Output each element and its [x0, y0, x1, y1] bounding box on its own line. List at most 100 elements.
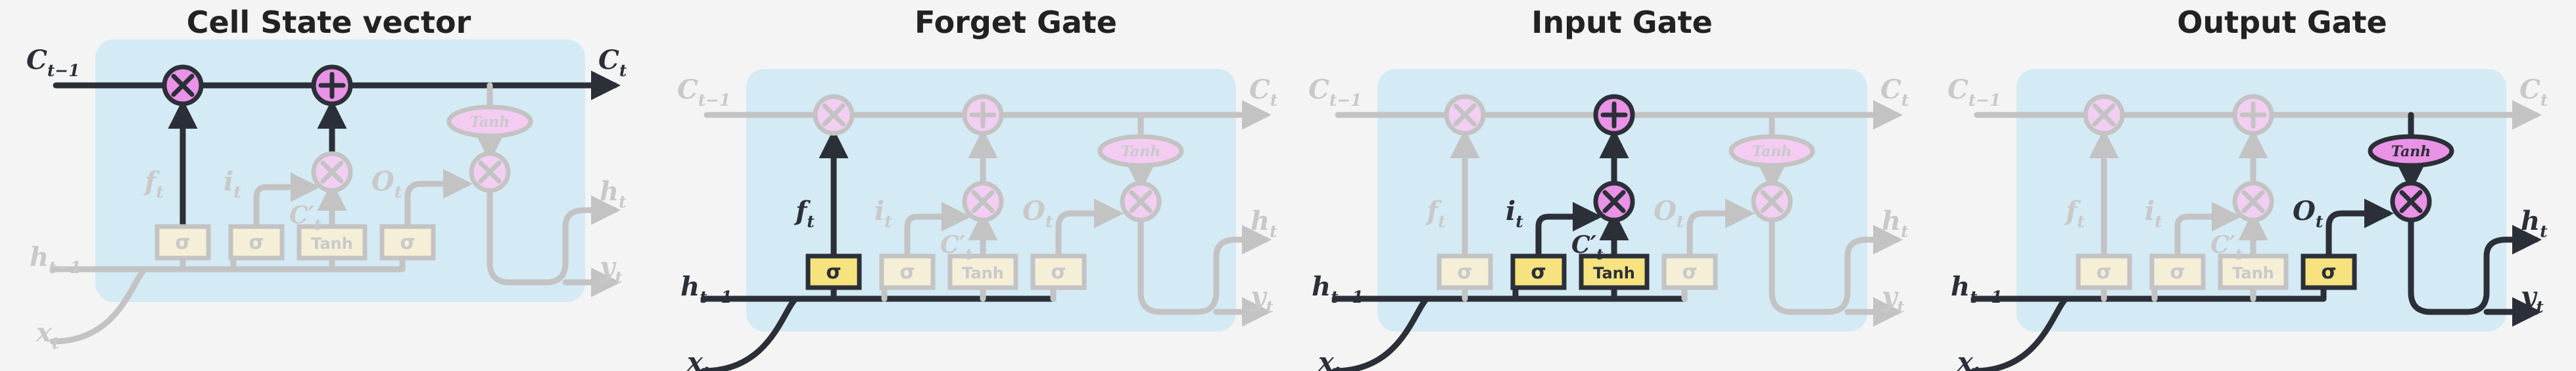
forget-multiply-op-mark-b — [822, 103, 846, 127]
label-c-cand-sub: t — [1596, 246, 1604, 263]
label-y-out-sub: t — [1897, 297, 1905, 316]
label-x-in: xt — [1318, 347, 1342, 371]
input-sigma-gate-label: σ — [2170, 261, 2185, 284]
label-y-out: yt — [599, 251, 623, 287]
label-h-prev-sub: t−1 — [49, 258, 82, 277]
label-y-out: yt — [2520, 281, 2544, 316]
label-o-sub: t — [1045, 212, 1053, 231]
x-input-curve — [49, 266, 148, 345]
label-o: Ot — [1654, 196, 1684, 231]
h-output-path — [2408, 213, 2542, 315]
x-input-curve — [700, 295, 799, 371]
label-o-main: O — [1022, 196, 1045, 227]
label-c-prev-main: C — [677, 74, 698, 105]
output-sigma-gate — [1661, 253, 1718, 290]
candidate-tanh-gate-label: Tanh — [962, 264, 1004, 282]
output-to-mult — [2326, 198, 2394, 259]
label-c-cand: C′t — [2210, 231, 2243, 263]
label-h-prev-sub: t−1 — [1970, 288, 2003, 307]
label-i: it — [1506, 196, 1523, 231]
label-h-out-main: h — [1882, 206, 1901, 236]
candidate-tanh-gate-label: Tanh — [311, 234, 353, 253]
x-input-curve — [1331, 295, 1430, 371]
input-to-mult — [253, 172, 320, 230]
label-x-in-main: x — [36, 317, 53, 348]
label-c-cand: C′t — [1571, 231, 1604, 263]
output-sigma-gate-label: σ — [1682, 261, 1697, 284]
candidate-tanh-gate-label: Tanh — [1593, 264, 1635, 282]
forget-sigma-gate-label: σ — [826, 261, 841, 284]
label-i: it — [874, 196, 892, 231]
label-c-cand-main: C′ — [289, 202, 315, 229]
output-multiply-op-mark-b — [1760, 190, 1784, 213]
diagram-title-input: Input Gate — [1531, 5, 1713, 40]
label-f-sub: t — [2077, 212, 2085, 231]
label-i: it — [224, 166, 241, 202]
output-multiply-op-mark-b — [1129, 190, 1153, 213]
output-sigma-gate — [379, 224, 436, 261]
output-to-mult — [1686, 198, 1755, 259]
label-h-out-sub: t — [619, 192, 627, 211]
label-c-cand-main: C′ — [1571, 231, 1597, 259]
label-o: Ot — [371, 166, 402, 202]
input-sigma-gate-label: σ — [249, 231, 264, 254]
label-c-prev: Ct−1 — [26, 45, 80, 80]
label-o-sub: t — [1677, 212, 1684, 231]
forget-multiply-op-mark-b — [171, 74, 195, 97]
label-h-out-main: h — [1251, 206, 1270, 236]
input-sigma-gate — [2149, 253, 2206, 290]
label-c-prev-sub: t−1 — [47, 61, 80, 80]
label-h-prev-main: h — [30, 242, 49, 273]
label-h-prev-main: h — [1951, 271, 1970, 302]
label-c-prev: Ct−1 — [1947, 74, 2001, 110]
label-o: Ot — [1022, 196, 1053, 231]
label-c-next: Ct — [598, 45, 627, 80]
label-c-cand: C′t — [289, 202, 322, 234]
label-o-sub: t — [394, 183, 402, 202]
label-y-out-main: y — [1250, 281, 1268, 312]
input-multiply-op-mark-b — [1602, 190, 1626, 213]
output-sigma-gate-label: σ — [1051, 261, 1066, 284]
label-o-sub: t — [2316, 212, 2324, 231]
tanh-ellipse-label: Tanh — [1752, 143, 1792, 160]
diagram-title-forget: Forget Gate — [915, 5, 1117, 40]
label-y-out-main: y — [599, 251, 617, 282]
label-x-in: xt — [1957, 347, 1981, 371]
forget-sigma-gate — [2076, 253, 2132, 290]
label-y-out-sub: t — [615, 268, 623, 287]
label-h-prev: ht−1 — [1951, 271, 2003, 307]
label-c-prev-sub: t−1 — [698, 91, 731, 110]
h-output-path — [1137, 213, 1272, 315]
label-h-prev-sub: t−1 — [1331, 288, 1364, 307]
label-y-out-main: y — [1881, 281, 1899, 312]
label-x-in-sub: t — [52, 334, 60, 353]
x-input-curve — [1970, 295, 2069, 371]
label-h-prev: ht−1 — [30, 242, 82, 277]
diagram-title-cell: Cell State vector — [187, 5, 471, 40]
label-i: it — [2145, 196, 2162, 231]
output-multiply-op-mark-b — [2399, 190, 2423, 213]
input-multiply-op-mark-b — [320, 160, 344, 184]
label-h-prev-main: h — [1312, 271, 1331, 302]
output-sigma-gate — [1030, 253, 1087, 290]
label-c-next: Ct — [2519, 74, 2548, 110]
label-i-main: i — [224, 166, 233, 197]
label-o-main: O — [1654, 196, 1677, 227]
label-x-in-main: x — [1957, 347, 1974, 371]
label-i-sub: t — [1515, 212, 1523, 231]
label-c-next-main: C — [1249, 74, 1270, 105]
forget-sigma-gate — [1437, 253, 1493, 290]
input-sigma-gate — [1510, 253, 1567, 290]
label-i-sub: t — [884, 212, 892, 231]
forget-multiply-op-mark-b — [2092, 103, 2116, 127]
label-h-prev: ht−1 — [1312, 271, 1364, 307]
label-y-out-sub: t — [1266, 297, 1274, 316]
label-f-sub: t — [156, 183, 164, 202]
label-x-in-main: x — [1318, 347, 1335, 371]
label-f-sub: t — [807, 212, 815, 231]
label-c-next-sub: t — [1270, 91, 1278, 110]
